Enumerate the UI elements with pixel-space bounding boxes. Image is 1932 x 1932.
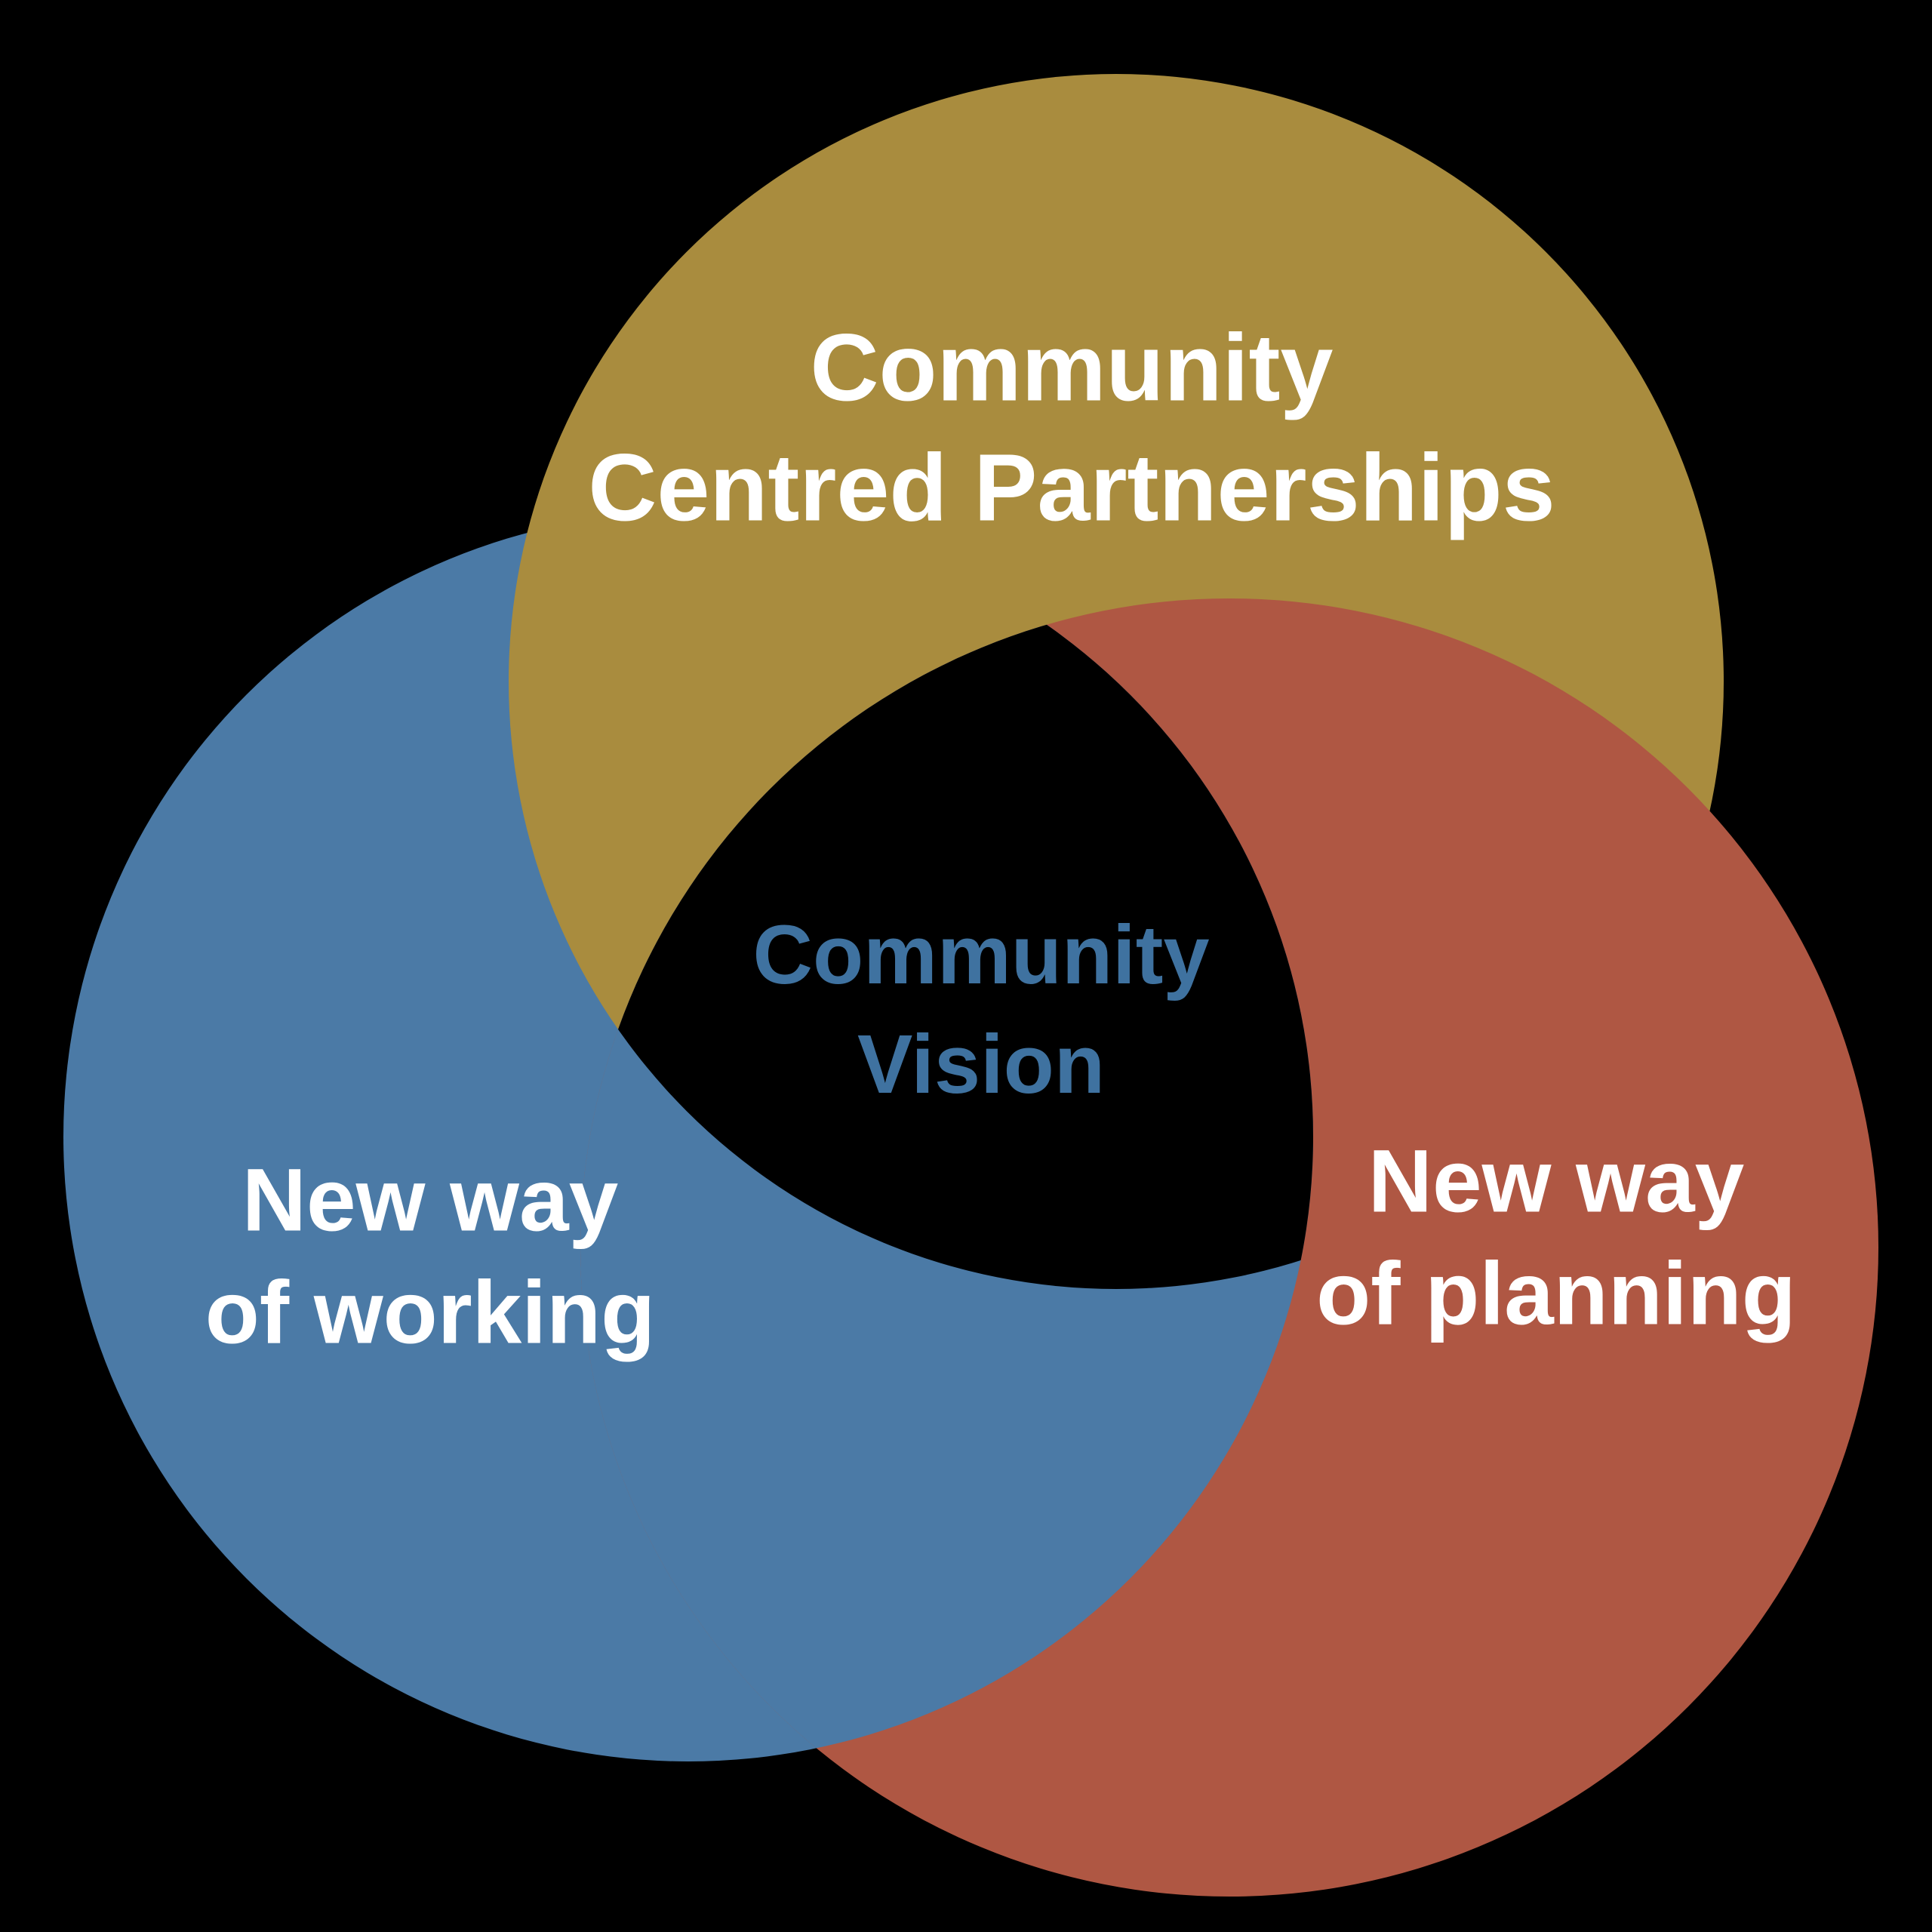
center-vision-label-line2: Vision <box>857 1018 1106 1111</box>
center-vision-label-line1: Community <box>752 908 1210 1001</box>
left-circle-label-line1: New way <box>242 1150 619 1251</box>
right-circle-label-line2: of planning <box>1316 1244 1796 1343</box>
right-circle-label-line1: New way <box>1367 1131 1745 1232</box>
right-circle-label: New way of planning <box>1316 1125 1796 1349</box>
top-circle-label-line1: Community <box>810 314 1334 421</box>
center-vision-label: Community Vision <box>753 900 1210 1119</box>
top-circle-label-line2: Centred Partnerships <box>588 434 1555 540</box>
top-circle-label: Community Centred Partnerships <box>588 308 1555 548</box>
left-circle-label-line2: of working <box>205 1263 656 1362</box>
left-circle-label: New way of working <box>205 1144 656 1368</box>
